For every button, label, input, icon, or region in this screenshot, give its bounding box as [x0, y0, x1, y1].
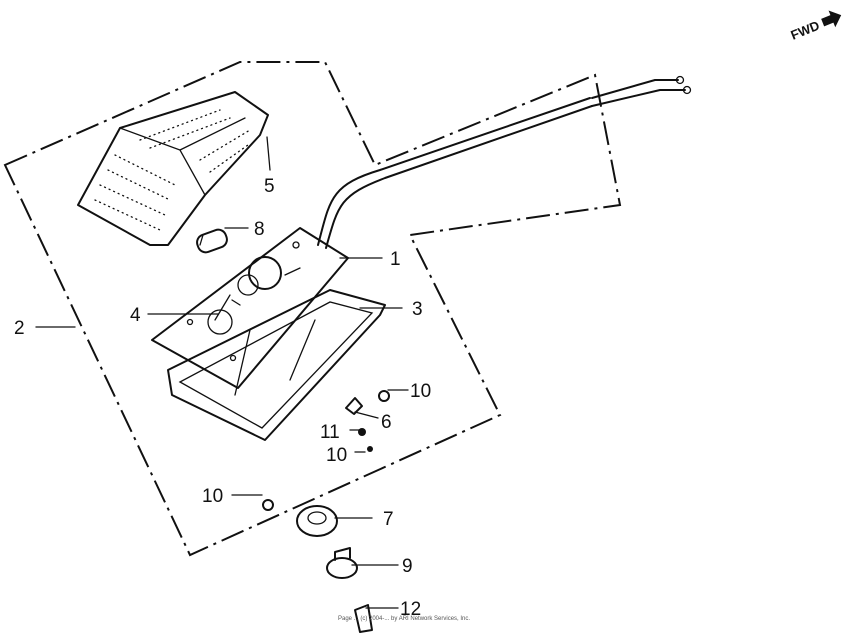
callout-7: 7: [383, 509, 394, 530]
callout-11: 11: [320, 422, 340, 443]
callout-5: 5: [264, 176, 275, 197]
fwd-label: FWD: [789, 18, 822, 43]
assembly-boundary: [3, 61, 622, 557]
plug: [326, 547, 358, 579]
callout-1: 1: [390, 249, 401, 270]
fwd-indicator: FWD: [789, 10, 842, 43]
callout-2: 2: [14, 318, 25, 339]
leader-lines: [35, 136, 409, 609]
callout-9: 9: [402, 556, 413, 577]
callout-4: 4: [130, 305, 141, 326]
callout-8: 8: [254, 219, 265, 240]
lens: [77, 91, 269, 246]
forward-arrow-icon: [821, 10, 842, 28]
base-case: [167, 289, 386, 441]
callout-6: 6: [381, 412, 392, 433]
footer-copyright: Page ... (c) 2004-... by ARI Network Ser…: [338, 616, 470, 622]
callout-10b: 10: [202, 486, 223, 507]
callout-10a: 10: [410, 381, 431, 402]
callout-12: 12: [400, 599, 421, 620]
callout-3: 3: [412, 299, 423, 320]
clip: [354, 604, 373, 633]
wire-harness: [317, 75, 692, 249]
bulb: [196, 228, 228, 254]
grommet: [296, 505, 338, 537]
callout-10c: 10: [326, 445, 347, 466]
